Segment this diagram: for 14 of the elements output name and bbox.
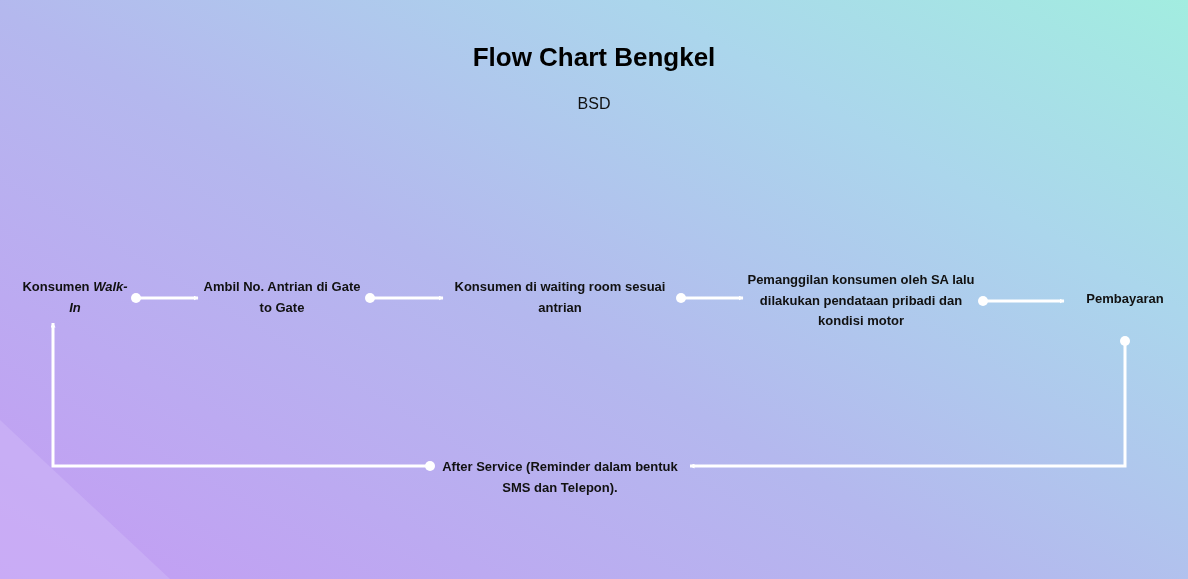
arrow [50,322,435,471]
process-step: Ambil No. Antrian di Gate to Gate [200,275,364,321]
arrow [676,293,744,303]
process-step: Konsumen di waiting room sesuai antrian [445,275,675,321]
process-step: Konsumen Walk-In [20,275,130,321]
arrow [365,293,444,303]
process-step: Pembayaran [1066,285,1184,313]
arrow [978,296,1065,306]
process-step: Pemanggilan konsumen oleh SA lalu dilakukan pendataan pribadi dan kondisi motor [745,262,977,340]
title: Flow Chart Bengkel [472,41,716,74]
arrow [131,293,199,303]
subtitle: BSD [577,94,611,114]
arrow [689,336,1130,469]
process-step: After Service (Reminder dalam bentuk SMS dan Telepon). [430,440,690,516]
